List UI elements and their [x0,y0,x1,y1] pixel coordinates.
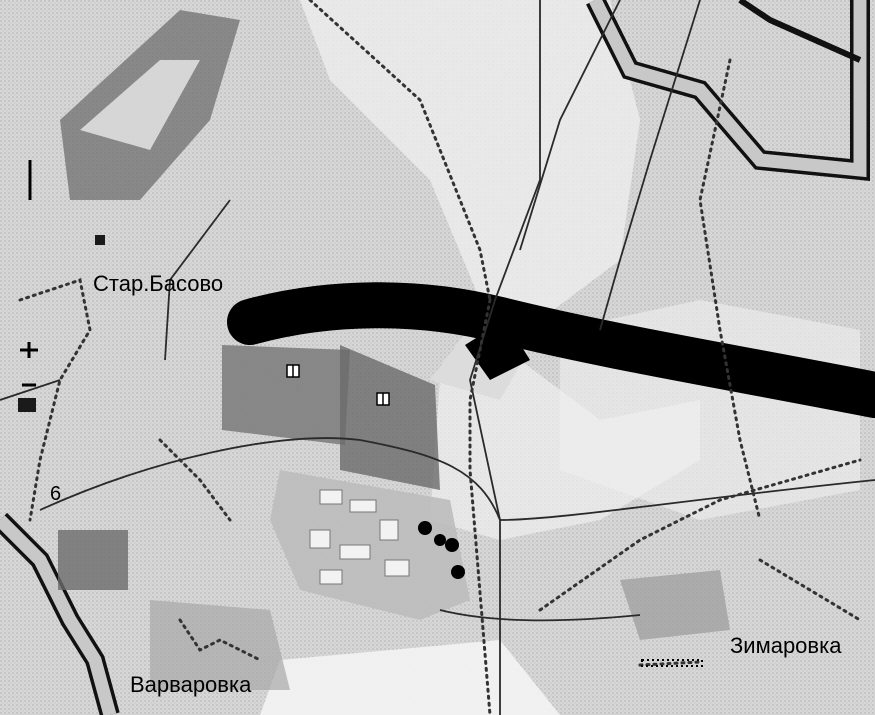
west-edge-marks [20,160,38,387]
label-zimarovka: Зимаровка [730,633,842,658]
settlement-buildings [309,489,410,585]
label-number-six: 6 [50,483,61,505]
west-edge-blocks [18,235,105,412]
label-star-basovo: Стар.Басово [93,271,223,296]
boundary-dotted [18,0,862,715]
tank-markers [418,521,465,579]
field-area-south [260,640,560,715]
industrial-zone-west [222,345,350,445]
settlement-zimarovka [620,570,730,640]
block-southwest [58,530,128,590]
major-road [227,282,875,418]
label-varvarovka: Варваровка [130,672,252,697]
building-symbol [286,364,390,406]
field-area-center [430,360,700,540]
zimarovka-marker [641,659,703,667]
field-area-north [300,0,640,320]
industrial-zone-east [340,345,440,490]
